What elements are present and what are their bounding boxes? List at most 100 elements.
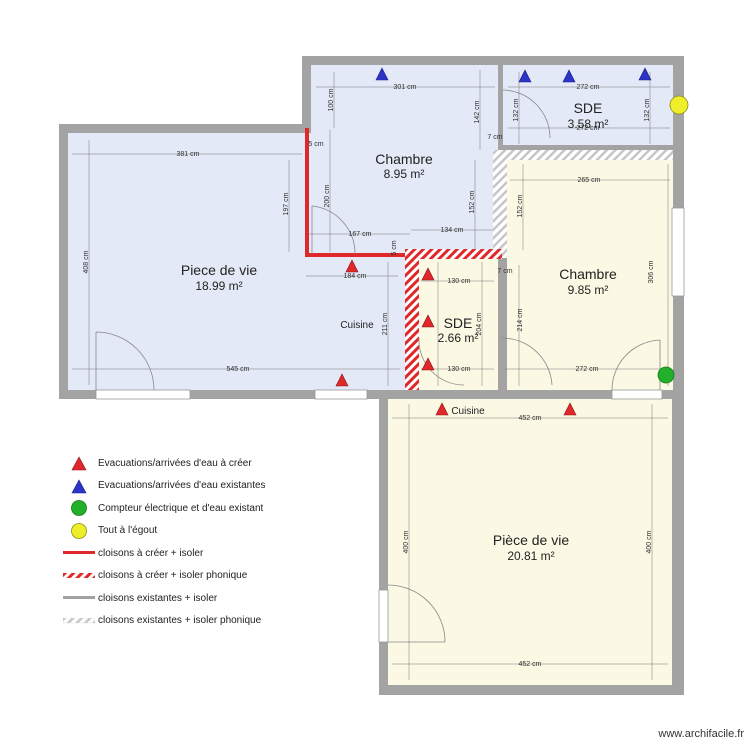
legend-label: cloisons à créer + isoler: [98, 547, 204, 559]
chambre-2-floor: [507, 160, 673, 390]
dim-label: 408 cm: [83, 250, 90, 273]
dim-label: 7 cm: [497, 268, 512, 275]
legend-item: Evacuations/arrivées d'eau existantes: [62, 475, 322, 498]
dim-label: 545 cm: [227, 366, 250, 373]
grey-line-icon: [62, 595, 96, 601]
legend-label: Evacuations/arrivées d'eau à créer: [98, 457, 252, 469]
blue-triangle-icon: [62, 478, 96, 494]
legend-label: Evacuations/arrivées d'eau existantes: [98, 480, 266, 492]
dim-label: 301 cm: [394, 84, 417, 91]
green-circle-icon: [62, 499, 96, 517]
lower-walls: [379, 390, 684, 695]
dim-label: 306 cm: [648, 260, 655, 283]
red-triangle-icon: [335, 373, 349, 387]
red-triangle-icon: [421, 267, 435, 281]
room-area-sde: 3.58 m²: [568, 117, 609, 131]
dim-label: 132 cm: [644, 98, 651, 121]
room-name-chambre-2: Chambre: [559, 266, 617, 282]
room-name-piece-de-vie: Piece de vie: [181, 262, 257, 278]
room-area-piece-de-vie: 18.99 m²: [195, 279, 242, 293]
dim-label: 184 cm: [344, 273, 367, 280]
new-acoustic-partitions: [405, 249, 502, 390]
blue-triangle-icon: [638, 67, 652, 81]
dim-label: 132 cm: [513, 98, 520, 121]
dim-label: 272 cm: [577, 125, 600, 132]
dimension-labels: 381 cm 408 cm 545 cm 197 cm 184 cm 301 c…: [83, 84, 655, 668]
legend-label: cloisons existantes + isoler: [98, 592, 218, 604]
legend-item: Evacuations/arrivées d'eau à créer: [62, 452, 322, 475]
dim-label: 211 cm: [382, 313, 389, 336]
room-name-sde-2: SDE: [444, 315, 473, 331]
existing-water-points: [375, 67, 652, 83]
red-line-icon: [62, 550, 96, 556]
legend-item: Compteur électrique et d'eau existant: [62, 497, 322, 520]
yellow-circle-icon: [62, 522, 96, 540]
room-name-chambre: Chambre: [375, 151, 433, 167]
room-labels: Piece de vie 18.99 m² Chambre 8.95 m² SD…: [181, 100, 617, 563]
legend-item: Tout à l'égout: [62, 520, 322, 543]
doors-windows: [95, 89, 685, 643]
legend: Evacuations/arrivées d'eau à créer Evacu…: [62, 452, 322, 632]
dim-label: 7 cm: [487, 134, 502, 141]
cuisine-label-2: Cuisine: [451, 406, 485, 417]
red-triangle-icon: [421, 357, 435, 371]
dim-label: 142 cm: [474, 100, 481, 123]
dim-label: 130 cm: [448, 278, 471, 285]
legend-label: Tout à l'égout: [98, 525, 158, 537]
dim-label: 381 cm: [177, 151, 200, 158]
red-triangle-icon: [563, 402, 577, 416]
blue-triangle-icon: [562, 69, 576, 83]
blue-triangle-icon: [375, 67, 389, 81]
red-hatched-line-icon: [62, 572, 96, 579]
room-area-chambre: 8.95 m²: [384, 167, 425, 181]
dim-label: 265 cm: [578, 177, 601, 184]
dim-label: 100 cm: [328, 88, 335, 111]
red-triangle-icon: [421, 314, 435, 328]
dim-label: 200 cm: [324, 184, 331, 207]
dim-label: 452 cm: [519, 661, 542, 668]
red-triangle-icon: [435, 402, 449, 416]
legend-item: cloisons à créer + isoler phonique: [62, 565, 322, 588]
legend-label: Compteur électrique et d'eau existant: [98, 502, 264, 514]
dim-label: 400 cm: [403, 530, 410, 553]
dim-label: 167 cm: [349, 231, 372, 238]
dim-label: 204 cm: [476, 312, 483, 335]
floors: [68, 65, 673, 390]
piece-de-vie-floor: [68, 133, 305, 390]
dim-label: 152 cm: [469, 190, 476, 213]
dim-label: 452 cm: [519, 415, 542, 422]
sewer-icon: [669, 95, 689, 115]
room-name-piece-de-vie-2: Pièce de vie: [493, 532, 569, 548]
existing-acoustic-wall-horizontal: [507, 150, 673, 160]
red-triangle-icon: [62, 455, 96, 471]
room-area-sde-2: 2.66 m²: [438, 331, 479, 345]
dim-label: 272 cm: [577, 84, 600, 91]
meter-icon: [657, 366, 675, 384]
dim-label: 134 cm: [441, 227, 464, 234]
cuisine-label: Cuisine: [340, 320, 374, 331]
dim-label: 5 cm: [391, 240, 398, 255]
legend-label: cloisons à créer + isoler phonique: [98, 570, 248, 582]
piece-de-vie-2-floor: [388, 399, 672, 685]
existing-acoustic-wall-vertical: [493, 150, 507, 258]
new-water-points: [335, 259, 577, 416]
dim-label: 5 cm: [308, 141, 323, 148]
room-name-sde: SDE: [574, 100, 603, 116]
dim-label: 197 cm: [283, 192, 290, 215]
dim-label: 272 cm: [576, 366, 599, 373]
room-area-piece-de-vie-2: 20.81 m²: [507, 549, 554, 563]
blue-triangle-icon: [518, 69, 532, 83]
dim-label: 152 cm: [517, 194, 524, 217]
new-partitions: [305, 128, 410, 257]
dim-label: 214 cm: [517, 308, 524, 331]
grey-hatched-line-icon: [62, 617, 96, 624]
room-area-chambre-2: 9.85 m²: [568, 283, 609, 297]
credit-text: www.archifacile.fr: [658, 728, 744, 740]
dimension-lines: [72, 70, 670, 680]
legend-item: cloisons existantes + isoler phonique: [62, 610, 322, 633]
legend-label: cloisons existantes + isoler phonique: [98, 615, 262, 627]
legend-item: cloisons à créer + isoler: [62, 542, 322, 565]
dim-label: 400 cm: [646, 530, 653, 553]
legend-item: cloisons existantes + isoler: [62, 587, 322, 610]
